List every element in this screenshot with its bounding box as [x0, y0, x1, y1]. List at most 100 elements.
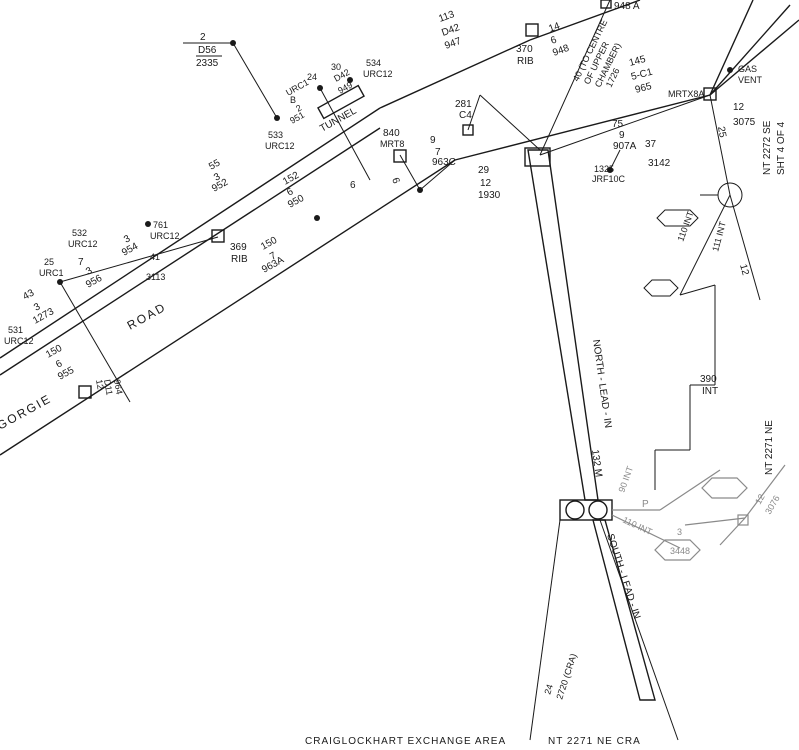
label-2720: 2720 (CRA) — [554, 652, 578, 700]
label-14: 14 — [547, 21, 562, 35]
cable-route-d42 — [379, 39, 531, 109]
cable-route-mrtx8a — [454, 94, 711, 161]
duct-circle-right — [588, 500, 608, 520]
label-90-int: 90 INT — [616, 464, 635, 493]
int-joint-box — [737, 514, 749, 526]
label-1273-top: 3 — [32, 301, 43, 314]
cable-branch-east — [709, 19, 799, 96]
label-29: 29 — [478, 165, 490, 176]
label-531-lbl: URC12 — [4, 336, 34, 346]
label-55: 55 — [207, 157, 222, 172]
label-25-lbl: URC1 — [39, 268, 64, 278]
label-281: 281 — [455, 99, 472, 110]
branch-lines — [59, 0, 761, 490]
label-d11: D11 — [102, 379, 115, 396]
label-840: 840 — [383, 128, 400, 139]
label-952-top: 3 — [212, 171, 223, 184]
label-25b: 25 — [715, 126, 728, 139]
label-jrf10c: JRF10C — [592, 174, 626, 184]
dot-gas-vent — [727, 67, 733, 73]
int-line-110 — [611, 514, 681, 549]
dot-761 — [145, 221, 151, 227]
label-d56-bot: 2335 — [196, 58, 219, 69]
gas-vent-1: GAS — [738, 64, 757, 74]
joint-boxes — [78, 0, 717, 399]
label-c4: C4 — [459, 110, 472, 121]
road-lower-edge — [0, 159, 456, 456]
label-965-top: 5-C1 — [630, 67, 654, 83]
label-952: 952 — [210, 177, 230, 195]
lead-in-ducts — [524, 147, 679, 741]
int-tag-3448 — [654, 539, 701, 561]
label-370: RIB — [517, 56, 534, 67]
sheet-ref-top-sht: SHT 4 OF 4 — [776, 121, 787, 175]
int-line-3076 — [744, 464, 786, 519]
south-lead-in-duct — [592, 519, 656, 701]
label-964: 964 — [112, 379, 124, 396]
label-manhole-down: 12 — [737, 263, 751, 277]
label-3075: 3075 — [733, 117, 756, 128]
label-mrtx8a: MRTX8A — [668, 89, 704, 99]
label-25: 25 — [44, 257, 54, 267]
label-369: RIB — [231, 254, 248, 265]
branch-tunnel-drop — [319, 87, 371, 181]
dot-534 — [347, 77, 353, 83]
label-531: 531 — [8, 325, 23, 335]
branch-mrt8 — [399, 154, 421, 191]
label-947: 947 — [443, 36, 463, 52]
pole-dots — [57, 40, 733, 285]
label-7: 7 — [78, 257, 84, 268]
cable-branch-north — [709, 0, 754, 96]
label-b-951-lbl: B — [290, 95, 296, 105]
internal-routes — [611, 464, 786, 561]
label-43: 43 — [21, 287, 36, 302]
dot-533 — [274, 115, 280, 121]
joint-box-955 — [78, 385, 92, 399]
label-955-top: 6 — [54, 358, 65, 371]
label-534-lbl: URC12 — [363, 69, 393, 79]
joint-box-948a — [600, 0, 612, 9]
label-963c-top: 7 — [435, 147, 441, 158]
branch-manhole-down — [729, 194, 761, 301]
label-954-top: 3 — [122, 233, 133, 246]
label-113: 113 — [437, 9, 456, 25]
south-lead-in-label: SOUTH - LEAD - IN — [604, 533, 642, 621]
label-75: 75 — [612, 119, 624, 130]
label-b-951-top: 2 — [294, 103, 303, 114]
label-d56-top: 2 — [200, 32, 206, 43]
label-150b: 150 — [44, 343, 64, 361]
label-3448-top: 3 — [677, 527, 682, 537]
label-3075-top: 12 — [733, 102, 745, 113]
label-954: 954 — [120, 241, 140, 259]
label-150a: 150 — [259, 235, 279, 253]
label-2720-top: 24 — [542, 683, 555, 696]
label-d42-num: 30 — [331, 62, 341, 72]
label-3142: 3142 — [648, 158, 671, 169]
int-tag-3076 — [701, 477, 748, 499]
label-9: 9 — [430, 135, 436, 146]
joint-box-mrtx8a — [703, 87, 717, 101]
label-761-lbl: URC12 — [150, 231, 180, 241]
dot-mrt8-low — [417, 187, 423, 193]
label-152: 152 — [281, 170, 301, 188]
branch-907a — [609, 149, 621, 171]
branch-to-manhole — [709, 94, 731, 196]
dot-25 — [57, 279, 63, 285]
label-390: 390 — [700, 374, 717, 385]
label-532-lbl: URC12 — [68, 239, 98, 249]
branch-mrt8-low — [419, 159, 456, 191]
label-907a: 907A — [613, 141, 637, 152]
label-urc1-a-num: 24 — [307, 72, 317, 82]
label-1930-top: 12 — [480, 178, 492, 189]
label-3113: 3113 — [146, 272, 165, 282]
label-1325: 1325 — [594, 164, 614, 174]
label-mrt8: MRT8 — [380, 139, 404, 149]
int-line-90 — [659, 469, 721, 511]
north-lead-in-length: 132 M — [589, 449, 604, 478]
label-948a: 948 A — [614, 1, 640, 12]
label-907a-top: 9 — [619, 130, 625, 141]
label-p: P — [642, 499, 649, 510]
label-534: 534 — [366, 58, 381, 68]
label-533-lbl: URC12 — [265, 141, 295, 151]
